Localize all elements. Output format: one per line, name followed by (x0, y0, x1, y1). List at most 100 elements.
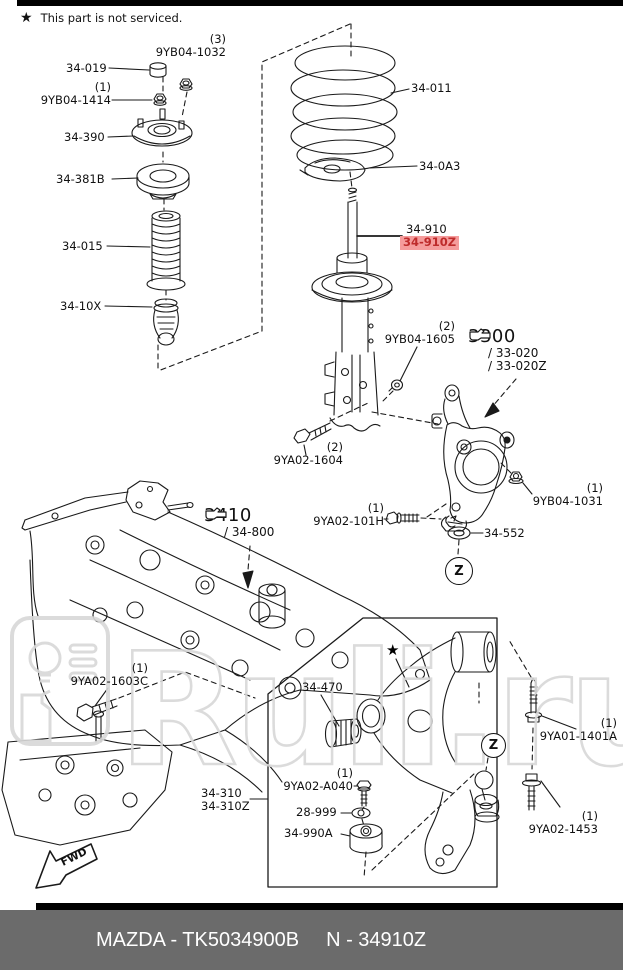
callout-bolt-arm-rear: (1) 9YA02-1453 (522, 810, 598, 835)
callout-boot: 34-015 (62, 239, 103, 253)
part-number: 9YA02-1603C (70, 673, 148, 688)
callout-strut: 34-910 (406, 222, 447, 236)
bolt-9ya02-1453-art (521, 773, 561, 811)
section-sub: / 34-800 (224, 524, 275, 539)
qty: (2) (438, 319, 455, 333)
z-letter: Z (454, 563, 464, 579)
callout-strut-z: 34-910Z (400, 236, 460, 250)
bushing-34-470-art (320, 694, 362, 748)
watermark: Ruli.ru (10, 616, 623, 802)
part-number: 9YB04-1031 (532, 493, 603, 508)
qty: (1) (367, 501, 384, 515)
control-arm-34-310-art (356, 631, 500, 875)
service-note-text: This part is not serviced. (40, 11, 183, 25)
washer-9yb04-1605-art (388, 346, 418, 392)
callout-bolt-subframe: (1) 9YA02-1603C (62, 662, 148, 687)
stay-dashed (361, 682, 489, 879)
knuckle-dashed-links (329, 378, 517, 555)
part-number: 9YA02-1453 (528, 821, 598, 836)
callout-bolt-balljoint: (1) 9YA02-101H (308, 502, 384, 527)
bolt-9ya02-1603c-art (76, 687, 118, 722)
subframe-ref-dashed (247, 545, 251, 571)
callout-washer-strut: (2) 9YB04-1605 (383, 320, 455, 345)
callout-bolt-stay: (1) 9YA02-A040 (277, 767, 353, 792)
footer-bar: MAZDA - TK5034900B N - 34910Z (0, 910, 623, 970)
assembly-dashed-lines (157, 23, 353, 372)
pointer-hand-icon (205, 507, 227, 520)
nut-9yb04-1031-art (508, 471, 533, 495)
callout-bearing: 34-381B (56, 172, 105, 186)
qty: (1) (586, 481, 603, 495)
cap-34-019-art (149, 62, 167, 78)
detail-box (267, 617, 498, 888)
highlighted-part-number: 34-910Z (400, 236, 460, 250)
part-number: 9YB04-1032 (155, 44, 226, 59)
spring-34-011-art (290, 45, 398, 171)
qty: (1) (131, 661, 148, 675)
washer-34-552-art (445, 515, 484, 540)
part-number: 9YA01-1401A (539, 728, 617, 743)
part-number: 9YA02-1604 (273, 452, 343, 467)
qty: (1) (600, 716, 617, 730)
callout-washer-stay: 28-999 (296, 805, 337, 819)
callout-spring-seat: 34-0A3 (419, 159, 461, 173)
watermark-text: Ruli.ru (118, 619, 623, 801)
top-rule (17, 0, 623, 6)
boot-34-015-art (146, 210, 186, 291)
footer-rule (36, 903, 623, 911)
spring-seat-34-0a3-art (299, 157, 366, 182)
knuckle-33-020-art (431, 384, 515, 532)
pointer-hand-icon (469, 328, 491, 341)
qty: (1) (336, 766, 353, 780)
star-icon: ★ (20, 10, 33, 26)
bolt-1603c-dashed (118, 671, 256, 699)
callout-nut-top: (3) 9YB04-1032 (153, 33, 226, 58)
section-sub: / 33-020Z (488, 358, 547, 373)
part-number: 34-310 (201, 786, 242, 800)
bearing-34-381b-art (136, 163, 190, 200)
callout-damper: 34-990A (284, 826, 333, 840)
part-number: 9YA02-A040 (283, 778, 353, 793)
part-number: 9YA02-101H (313, 513, 384, 528)
knuckle-ref-arrowhead (484, 402, 500, 418)
nut-9yb04-1414-art (153, 93, 167, 106)
part-number: 9YB04-1414 (40, 92, 111, 107)
callout-subframe-ref: 3410 / 34-800 (204, 506, 274, 539)
arm-bolt-dashed (508, 639, 534, 771)
callout-nut-knuckle: (1) 9YB04-1031 (528, 482, 603, 507)
bolt-9ya01-1401a-art (524, 677, 577, 730)
callout-arm: 34-310 34-310Z (201, 787, 250, 812)
callout-bolt-arm-front: (1) 9YA01-1401A (537, 717, 617, 742)
service-note: ★ This part is not serviced. (20, 10, 182, 26)
callout-arm-bushing: 34-470 (302, 680, 343, 694)
callout-bump-stop: 34-10X (60, 299, 102, 313)
qty: (1) (94, 80, 111, 94)
nut-9yb04-1032-art (179, 78, 193, 91)
bolt-9ya02-101h-art (383, 511, 420, 525)
callout-bolt-strut: (2) 9YA02-1604 (268, 441, 343, 466)
callout-knuckle-ref: 3300 / 33-020 / 33-020Z (468, 327, 547, 373)
bolt-9ya02-1604-art (293, 422, 332, 456)
fwd-arrow: FWD (35, 843, 98, 889)
qty: (2) (326, 440, 343, 454)
footer-catalog-code: MAZDA - TK5034900B (96, 928, 300, 951)
strut-34-910-art (311, 187, 393, 432)
subframe-34-800-art (1, 480, 431, 846)
part-number: 9YB04-1605 (384, 331, 455, 346)
qty: (3) (209, 32, 226, 46)
subframe-ref-arrowhead (242, 570, 254, 589)
callout-mount: 34-390 (64, 130, 105, 144)
bump-stop-34-10x-art (153, 298, 179, 346)
callout-nut-mount: (1) 9YB04-1414 (36, 81, 111, 106)
callout-spring: 34-011 (411, 81, 452, 95)
qty: (1) (581, 809, 598, 823)
z-marker: Z (481, 733, 506, 758)
z-marker: Z (445, 557, 473, 585)
callout-washer-balljoint: 34-552 (484, 526, 525, 540)
mount-34-390-art (131, 108, 193, 147)
callout-cap: 34-019 (66, 61, 107, 75)
z-letter: Z (488, 738, 499, 753)
footer-figure-code: N - 34910Z (326, 928, 427, 951)
